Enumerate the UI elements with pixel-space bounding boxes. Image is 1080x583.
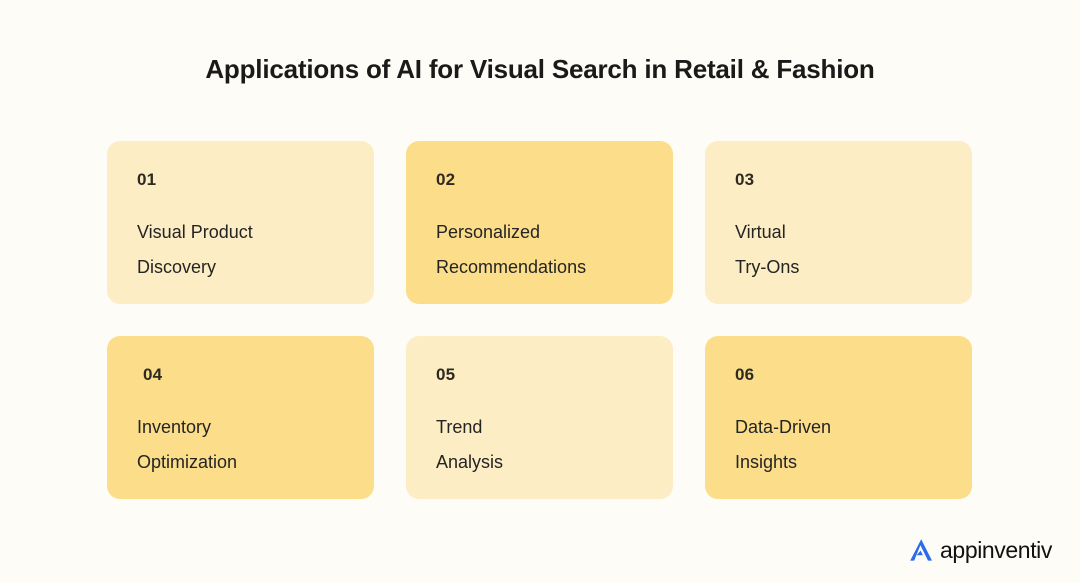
- application-card-02: 02 Personalized Recommendations: [406, 141, 673, 304]
- card-number: 05: [436, 365, 456, 384]
- card-number: 04: [143, 365, 163, 384]
- application-card-03: 03 Virtual Try-Ons: [705, 141, 972, 304]
- card-label: Trend Analysis: [436, 417, 504, 472]
- card-number: 06: [735, 365, 755, 384]
- card-label: Data-Driven Insights: [735, 417, 832, 472]
- card-label: Virtual Try-Ons: [735, 222, 800, 277]
- brand-wordmark: appinventiv: [940, 537, 1052, 563]
- application-card-04: 04 Inventory Optimization: [107, 336, 374, 499]
- card-number: 02: [436, 170, 456, 189]
- application-card-grid: 01 Visual Product Discovery 02 Personali…: [107, 141, 973, 499]
- card-label: Inventory Optimization: [137, 417, 238, 472]
- appinventiv-a-mark-icon: [910, 539, 933, 561]
- card-number: 03: [735, 170, 755, 189]
- application-card-06: 06 Data-Driven Insights: [705, 336, 972, 499]
- application-card-01: 01 Visual Product Discovery: [107, 141, 374, 304]
- card-label: Personalized Recommendations: [436, 222, 587, 277]
- card-label: Visual Product Discovery: [137, 222, 253, 277]
- application-card-05: 05 Trend Analysis: [406, 336, 673, 499]
- page-title: Applications of AI for Visual Search in …: [205, 54, 875, 84]
- card-number: 01: [137, 170, 157, 189]
- brand-logo: appinventiv: [906, 535, 1052, 565]
